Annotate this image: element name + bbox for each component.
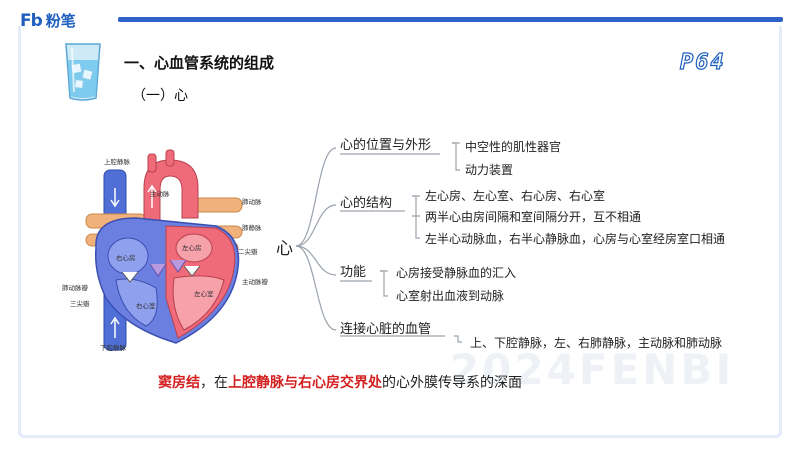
label-right-atrium: 右心房 [116,254,136,262]
leaf-atria-function: 心房接受静脉血的汇入 [396,266,517,280]
brand-logo: Fb 粉笔 [20,10,76,31]
sinoatrial-node-note: 窦房结，在上腔静脉与右心房交界处的心外膜传导系的深面 [158,372,522,392]
label-left-atrium: 左心房 [182,244,202,252]
leaf-power-device: 动力装置 [465,163,514,177]
page-title: 一、心血管系统的组成 [124,54,275,72]
note-text-2: 的心外膜传导系的深面 [382,375,522,391]
label-left-ventricle: 左心室 [194,290,214,298]
branch-position-shape: 心的位置与外形 [340,138,432,153]
brand-mark: Fb [20,10,43,31]
mindmap-root: 心 [276,239,293,259]
label-tricuspid-valve: 三尖瓣 [70,300,90,308]
note-text-1: ，在 [200,375,228,391]
water-glass-icon [65,43,101,101]
label-inferior-vena-cava: 下腔静脉 [100,344,126,352]
leaf-four-chambers: 左心房、左心室、右心房、右心室 [425,189,606,203]
watermark: 2024FENBI [450,345,735,394]
page-number-tag: P64 [679,49,726,75]
label-pulmonary-artery: 肺动脉 [242,198,262,206]
leaf-vessels-list: 上、下腔静脉，左、右肺静脉，主动脉和肺动脉 [470,336,723,350]
label-aorta: 主动脉 [150,190,170,198]
note-keyword-sa-node: 窦房结 [158,375,200,391]
branch-structure: 心的结构 [340,196,393,211]
leaf-ventricle-function: 心室射出血液到动脉 [396,289,505,303]
branch-connected-vessels: 连接心脏的血管 [340,322,432,337]
branch-function: 功能 [340,265,367,280]
label-mitral-valve: 二尖瓣 [238,248,258,256]
label-pulmonary-vein: 肺静脉 [242,224,262,232]
brand-name: 粉笔 [45,12,76,30]
label-superior-vena-cava: 上腔静脉 [104,158,130,166]
label-pulmonary-valve: 肺动脉瓣 [62,284,88,292]
heart-diagram: 上腔静脉 主动脉 肺动脉 肺静脉 二尖瓣 左心房 右心房 主动脉瓣 肺动脉瓣 三… [62,148,268,353]
slide-frame [18,26,782,438]
section-subtitle: （一）心 [132,88,188,104]
label-aortic-valve: 主动脉瓣 [242,278,268,286]
leaf-septum: 两半心由房间隔和室间隔分开，互不相通 [425,210,642,224]
header-bar [118,17,783,22]
heart-illustration [85,149,243,351]
leaf-blood-sides: 左半心动脉血，右半心静脉血，心房与心室经房室口相通 [425,232,726,246]
label-right-ventricle: 右心室 [136,302,156,310]
note-keyword-location: 上腔静脉与右心房交界处 [228,375,382,391]
leaf-hollow-muscular-organ: 中空性的肌性器官 [465,140,562,154]
